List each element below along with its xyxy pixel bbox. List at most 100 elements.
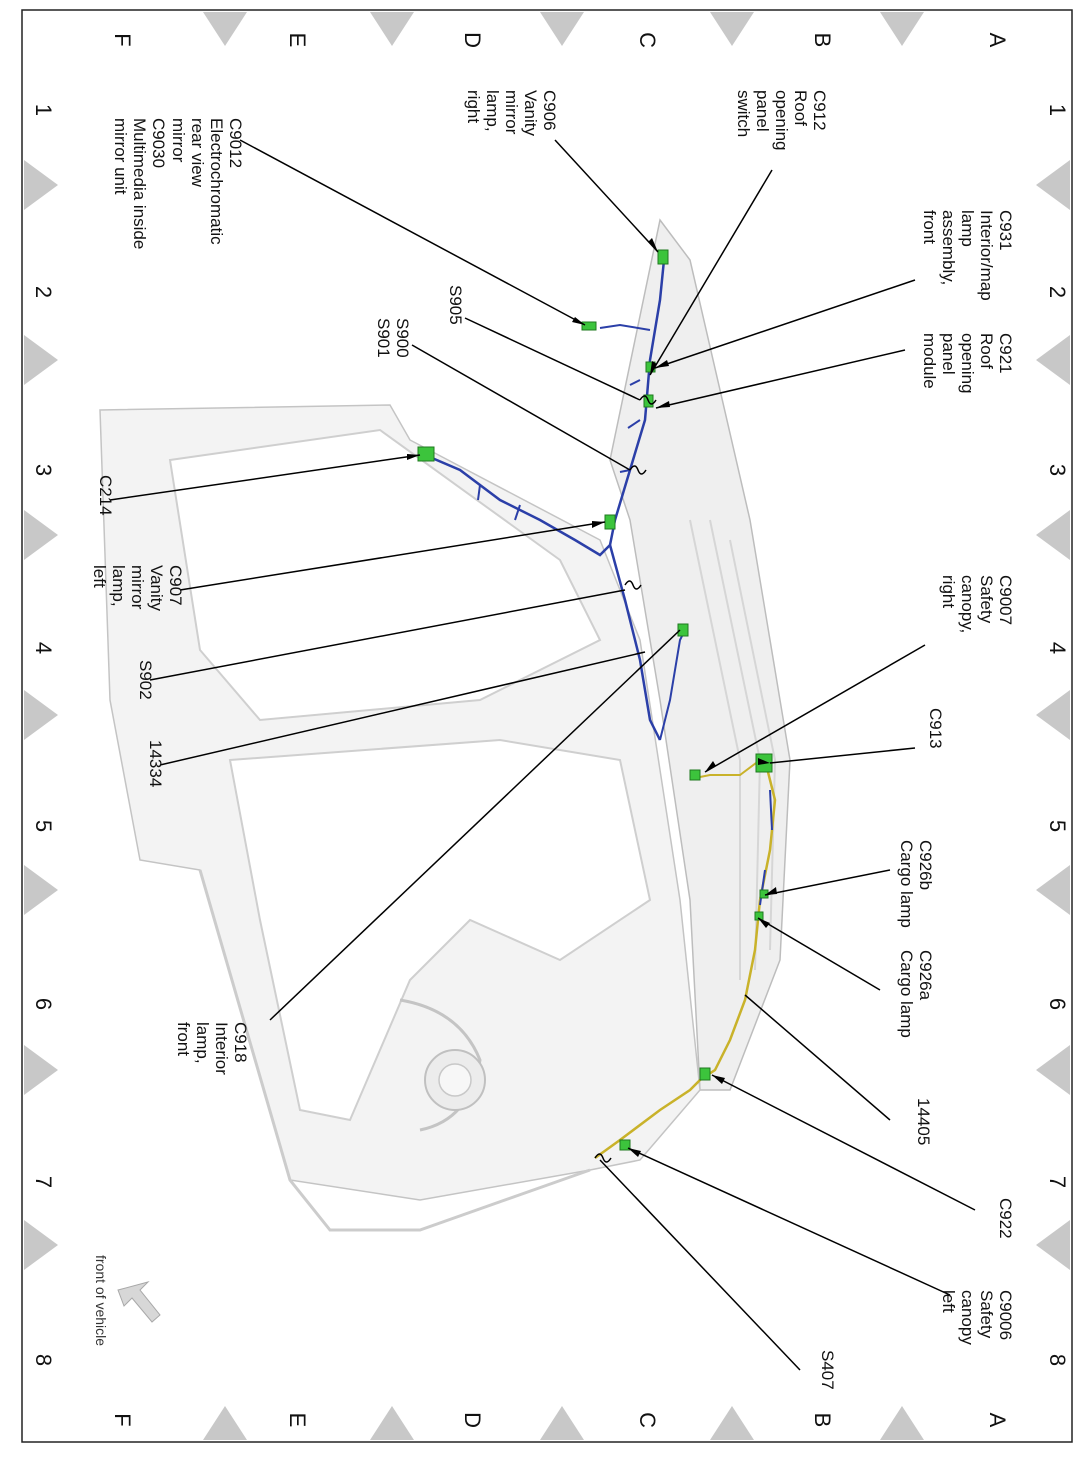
callout-line: lamp: [958, 210, 977, 247]
callout-line: C926a: [916, 950, 935, 1001]
connector-c9007: [689, 769, 701, 781]
callout-line: Multimedia inside: [130, 118, 149, 249]
callout-line: panel: [939, 333, 958, 375]
callout-line: mirror: [128, 565, 147, 610]
col-label-left: 3: [31, 464, 56, 476]
callout-c906: C906 Vanity mirror lamp, right: [464, 90, 559, 136]
front-of-vehicle-indicator: front of vehicle: [93, 1255, 161, 1346]
callout-line: S905: [446, 285, 465, 325]
callout-line: Vanity: [521, 90, 540, 136]
callout-line: mirror: [502, 90, 521, 135]
callout-line: C9030: [149, 118, 168, 168]
callout-c918: C918 Interior lamp, front: [174, 1022, 250, 1075]
callout-line: lamp,: [109, 565, 128, 607]
connector-c926a: [754, 911, 764, 921]
connector-c918: [677, 623, 689, 637]
row-label-bottom: E: [285, 1413, 310, 1428]
connectors: [417, 249, 773, 1151]
callout-line: left: [939, 1290, 958, 1313]
col-label-right: 5: [1045, 820, 1070, 832]
row-label-top: E: [285, 33, 310, 48]
callout-s902: S902: [136, 660, 155, 700]
callout-line: 14334: [146, 740, 165, 787]
col-label-right: 8: [1045, 1354, 1070, 1366]
callout-line: C9012: [226, 118, 245, 168]
row-label-bottom: F: [110, 1413, 135, 1426]
callout-line: lamp,: [483, 90, 502, 132]
callout-c931: C931 Interior/map lamp assembly, front: [920, 210, 1015, 301]
callout-line: Cargo lamp: [897, 840, 916, 928]
callout-c9030: C9030 Multimedia inside mirror unit: [111, 118, 168, 249]
callout-c9006: C9006 Safety canopy left: [939, 1290, 1015, 1345]
leader-arrowheads: [407, 238, 777, 1157]
leader-lines: [109, 139, 976, 1371]
callout-line: opening: [772, 90, 791, 151]
callout-c214: C214: [96, 475, 115, 516]
col-label-left: 8: [31, 1354, 56, 1366]
callout-c926b: C926b Cargo lamp: [897, 840, 935, 928]
callout-line: assembly,: [939, 210, 958, 285]
connector-c9006: [619, 1139, 631, 1151]
connector-c907: [604, 514, 616, 530]
callout-line: rear view: [188, 118, 207, 188]
callout-line: C906: [540, 90, 559, 131]
callout-line: S407: [818, 1350, 837, 1390]
callout-line: module: [920, 333, 939, 389]
callout-line: S900: [393, 318, 412, 358]
grid-col-labels-right: 1 2 3 4 5 6 7 8: [1045, 104, 1070, 1366]
callout-line: opening: [958, 333, 977, 394]
callout-line: canopy,: [958, 575, 977, 633]
callout-line: Roof: [977, 333, 996, 369]
connector-c922: [699, 1067, 711, 1081]
arrow-icon: [117, 1281, 161, 1323]
callout-line: S901: [374, 318, 393, 358]
callout-c926a: C926a Cargo lamp: [897, 950, 935, 1038]
row-label-bottom: B: [810, 1413, 835, 1428]
front-of-vehicle-label: front of vehicle: [93, 1255, 109, 1346]
callout-line: C912: [810, 90, 829, 131]
col-label-left: 1: [31, 104, 56, 116]
callout-line: 14405: [914, 1098, 933, 1145]
callout-c922: C922: [996, 1198, 1015, 1239]
callout-c913: C913: [926, 708, 945, 749]
callout-s407: S407: [818, 1350, 837, 1390]
row-label-bottom: A: [985, 1413, 1010, 1428]
grid-row-labels-bottom: A B C D E F: [110, 1412, 1010, 1428]
row-label-bottom: D: [460, 1412, 485, 1428]
callout-14405: 14405: [914, 1098, 933, 1145]
callout-c9007: C9007 Safety canopy, right: [939, 575, 1015, 633]
grid-col-labels-left: 1 2 3 4 5 6 7 8: [31, 104, 56, 1366]
col-label-left: 5: [31, 820, 56, 832]
callout-line: C918: [231, 1022, 250, 1063]
callout-line: Safety: [977, 1290, 996, 1339]
harness-14405: [594, 759, 777, 1160]
callout-line: Electrochromatic: [207, 118, 226, 245]
callout-line: C931: [996, 210, 1015, 251]
callout-line: mirror unit: [111, 118, 130, 195]
callout-line: Vanity: [147, 565, 166, 611]
grid-row-labels-top: A B C D E F: [110, 32, 1010, 48]
callout-line: mirror: [169, 118, 188, 163]
callout-line: C907: [166, 565, 185, 606]
callout-line: canopy: [958, 1290, 977, 1345]
callout-c912: C912 Roof opening panel switch: [734, 90, 829, 151]
callout-line: panel: [753, 90, 772, 132]
callout-line: front: [174, 1022, 193, 1056]
callout-line: C214: [96, 475, 115, 516]
col-label-left: 7: [31, 1176, 56, 1188]
border-markers: [24, 12, 1070, 1440]
callout-line: Cargo lamp: [897, 950, 916, 1038]
callout-line: lamp,: [193, 1022, 212, 1064]
callout-line: left: [90, 565, 109, 588]
col-label-right: 1: [1045, 104, 1070, 116]
splice-marks: [594, 395, 657, 1163]
col-label-right: 3: [1045, 464, 1070, 476]
callout-line: Interior/map: [977, 210, 996, 301]
callout-line: Safety: [977, 575, 996, 624]
col-label-left: 6: [31, 998, 56, 1010]
row-label-top: B: [810, 33, 835, 48]
callout-line: C926b: [916, 840, 935, 890]
callout-line: C9007: [996, 575, 1015, 625]
callout-line: C913: [926, 708, 945, 749]
